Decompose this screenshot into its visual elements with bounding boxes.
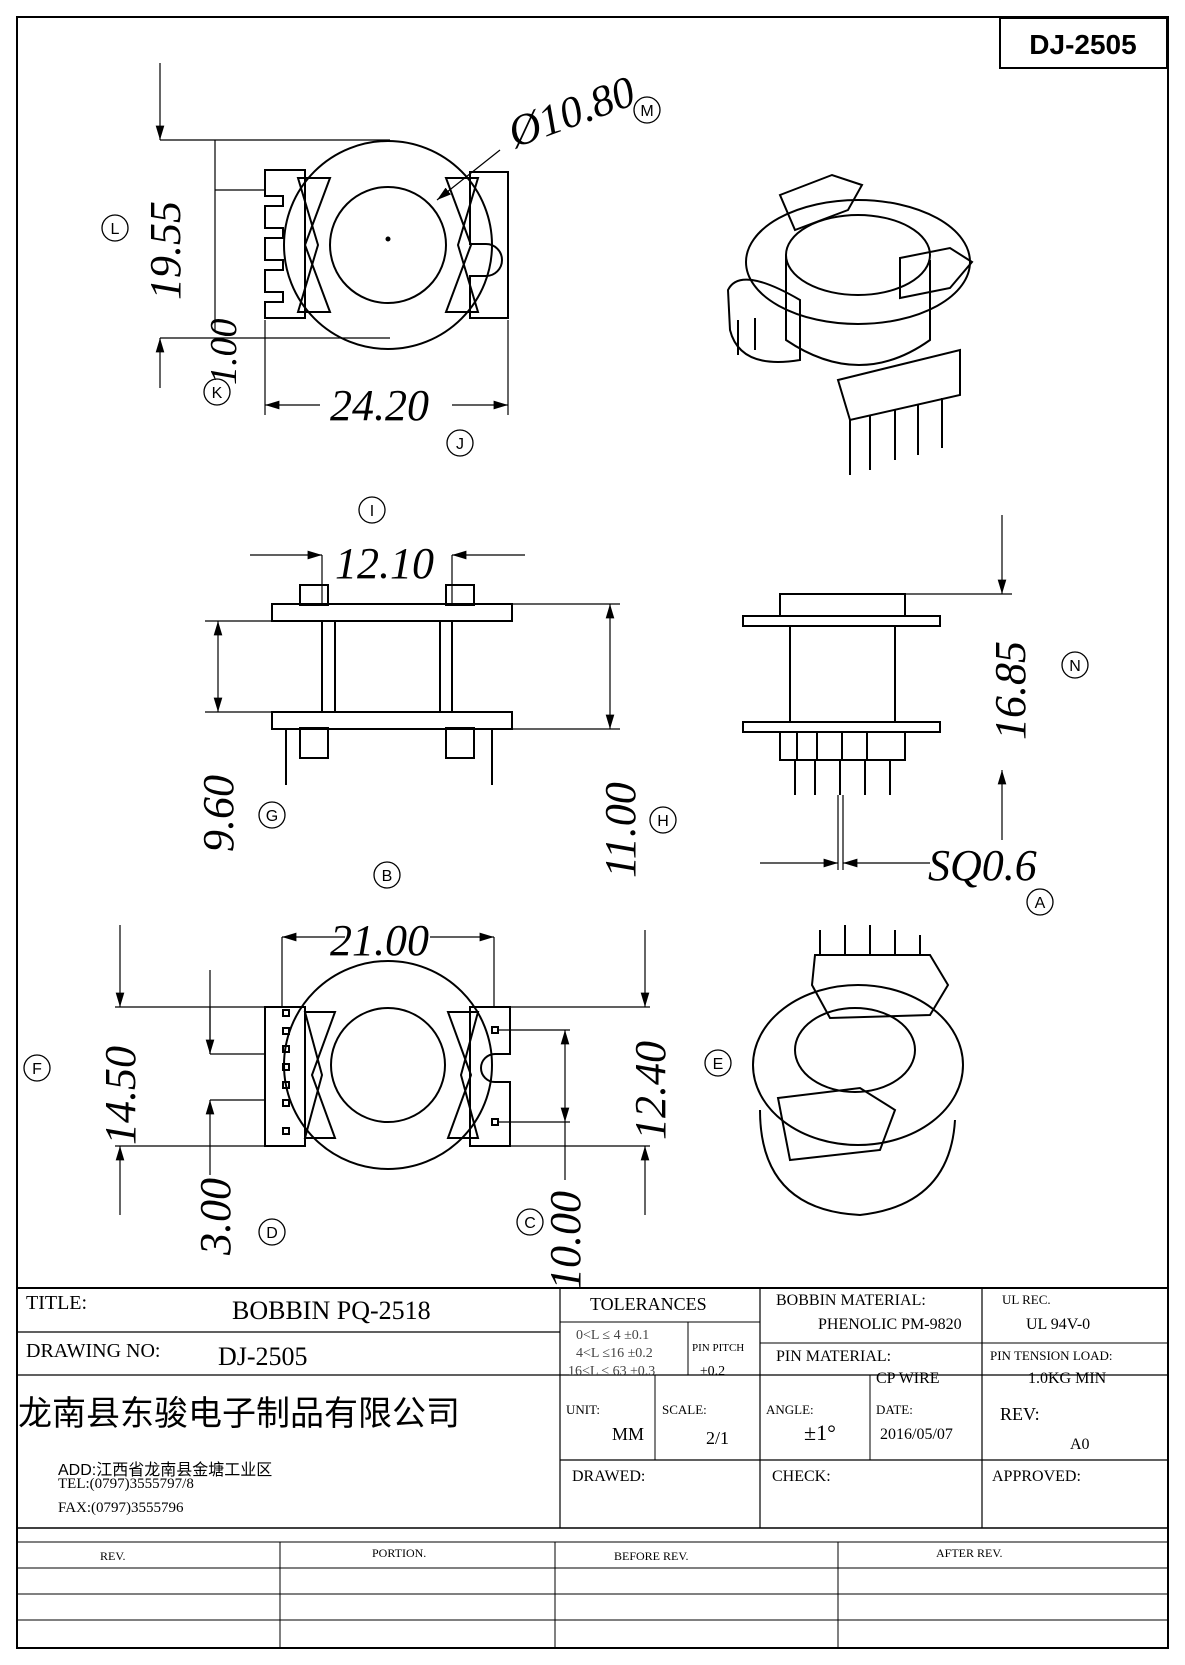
- company-address: ADD:江西省龙南县金塘工业区: [58, 1462, 273, 1479]
- svg-text:J: J: [456, 436, 464, 453]
- bobbin-material-label: BOBBIN MATERIAL:: [776, 1292, 926, 1309]
- drawing-no-value: DJ-2505: [218, 1342, 308, 1371]
- angle-value: ±1°: [804, 1420, 836, 1445]
- drawing-number-box: DJ-2505: [999, 17, 1168, 69]
- dim-bottom-width: 21.00: [330, 916, 429, 965]
- side-view: [742, 593, 941, 795]
- company-tel: TEL:(0797)3555797/8: [58, 1476, 194, 1492]
- check-label: CHECK:: [772, 1468, 831, 1485]
- dim-side-pin: SQ0.6: [928, 841, 1037, 890]
- bottom-view: [264, 960, 511, 1170]
- svg-text:L: L: [111, 221, 120, 238]
- dim-front-spacing: 12.10: [335, 539, 434, 588]
- date-value: 2016/05/07: [880, 1426, 953, 1443]
- scale-label: SCALE:: [662, 1402, 707, 1417]
- circle-label-K: K: [203, 378, 231, 406]
- front-view-dimensions: [205, 550, 620, 730]
- rev-value: A0: [1070, 1436, 1090, 1453]
- tolerance-row-3: 16<L ≤ 63 ±0.3: [568, 1364, 656, 1379]
- dim-bottom-left-gap: 3.00: [191, 1178, 240, 1256]
- title-label: TITLE:: [26, 1292, 88, 1314]
- svg-text:F: F: [32, 1061, 42, 1078]
- scale-value: 2/1: [706, 1428, 730, 1448]
- angle-label: ANGLE:: [766, 1402, 814, 1417]
- svg-text:C: C: [524, 1215, 536, 1232]
- pin-pitch-label: PIN PITCH: [692, 1342, 745, 1354]
- title-block-grid: [16, 1287, 1169, 1649]
- unit-label: UNIT:: [566, 1402, 601, 1417]
- isometric-view-top: [726, 173, 974, 475]
- title-value: BOBBIN PQ-2518: [232, 1296, 431, 1325]
- rev-label: REV:: [1000, 1404, 1040, 1424]
- circle-label-C: C: [516, 1208, 544, 1236]
- front-view: [271, 584, 513, 785]
- circle-label-I: I: [358, 496, 386, 524]
- circle-label-A: A: [1026, 888, 1054, 916]
- company-name: 龙南县东骏电子制品有限公司: [18, 1395, 460, 1433]
- circle-label-B: B: [373, 861, 401, 889]
- svg-text:I: I: [370, 503, 374, 520]
- svg-text:K: K: [212, 385, 223, 402]
- dim-diameter: Ø10.80: [501, 67, 642, 158]
- svg-text:N: N: [1069, 658, 1081, 675]
- tolerances-label: TOLERANCES: [590, 1294, 707, 1314]
- bobbin-material-value: PHENOLIC PM-9820: [818, 1316, 962, 1333]
- circle-label-G: G: [258, 801, 286, 829]
- drawing-sheet-border: [16, 16, 1169, 1649]
- circle-label-E: E: [704, 1049, 732, 1077]
- dim-top-offset: 1.00: [203, 319, 245, 386]
- rev-table-header-after: AFTER REV.: [936, 1546, 1003, 1560]
- side-view-dimensions: [760, 515, 1012, 870]
- dim-top-width: 24.20: [330, 381, 429, 430]
- ul-label: UL REC.: [1002, 1292, 1051, 1307]
- pin-pitch-value: ±0.2: [700, 1364, 726, 1379]
- svg-text:H: H: [657, 813, 669, 830]
- unit-value: MM: [612, 1424, 645, 1444]
- svg-text:G: G: [266, 808, 278, 825]
- drawed-label: DRAWED:: [572, 1468, 646, 1485]
- dim-front-right-height: 11.00: [596, 782, 645, 878]
- svg-text:B: B: [382, 868, 393, 885]
- rev-table-header-portion: PORTION.: [372, 1546, 427, 1560]
- tolerance-row-1: 0<L ≤ 4 ±0.1: [576, 1328, 650, 1343]
- isometric-view-bottom: [752, 925, 964, 1217]
- company-fax: FAX:(0797)3555796: [58, 1500, 184, 1516]
- circle-label-F: F: [23, 1054, 51, 1082]
- pin-material-value: CP WIRE: [876, 1370, 940, 1387]
- svg-text:E: E: [713, 1056, 724, 1073]
- circle-label-L: L: [101, 214, 129, 242]
- bottom-view-dimensions: [115, 925, 650, 1215]
- top-view: [264, 140, 509, 350]
- circle-label-J: J: [446, 429, 474, 457]
- dim-bottom-right-gap: 10.00: [541, 1191, 590, 1290]
- tolerance-row-2: 4<L ≤16 ±0.2: [576, 1346, 653, 1361]
- dim-front-left-height: 9.60: [194, 775, 243, 852]
- dim-top-height: 19.55: [141, 201, 190, 300]
- pin-tension-value: 1.0KG MIN: [1028, 1370, 1107, 1387]
- drawing-number-text: DJ-2505: [1029, 29, 1136, 60]
- drawing-no-label: DRAWING NO:: [26, 1340, 161, 1362]
- ul-value: UL 94V-0: [1026, 1316, 1091, 1333]
- circle-label-N: N: [1061, 651, 1089, 679]
- rev-table-header-rev: REV.: [100, 1549, 126, 1563]
- approved-label: APPROVED:: [992, 1468, 1081, 1485]
- svg-text:A: A: [1035, 895, 1046, 912]
- date-label: DATE:: [876, 1402, 913, 1417]
- dim-bottom-right-height: 12.40: [626, 1041, 675, 1140]
- svg-text:M: M: [640, 103, 653, 120]
- rev-table-header-before: BEFORE REV.: [614, 1549, 689, 1563]
- circle-label-M: M: [633, 96, 661, 124]
- pin-tension-label: PIN TENSION LOAD:: [990, 1348, 1113, 1363]
- circle-label-D: D: [258, 1218, 286, 1246]
- top-view-dimensions: [155, 63, 509, 415]
- svg-text:D: D: [266, 1225, 278, 1242]
- dim-bottom-height: 14.50: [96, 1046, 145, 1145]
- circle-label-H: H: [649, 806, 677, 834]
- dim-side-height: 16.85: [986, 641, 1035, 740]
- pin-material-label: PIN MATERIAL:: [776, 1348, 892, 1365]
